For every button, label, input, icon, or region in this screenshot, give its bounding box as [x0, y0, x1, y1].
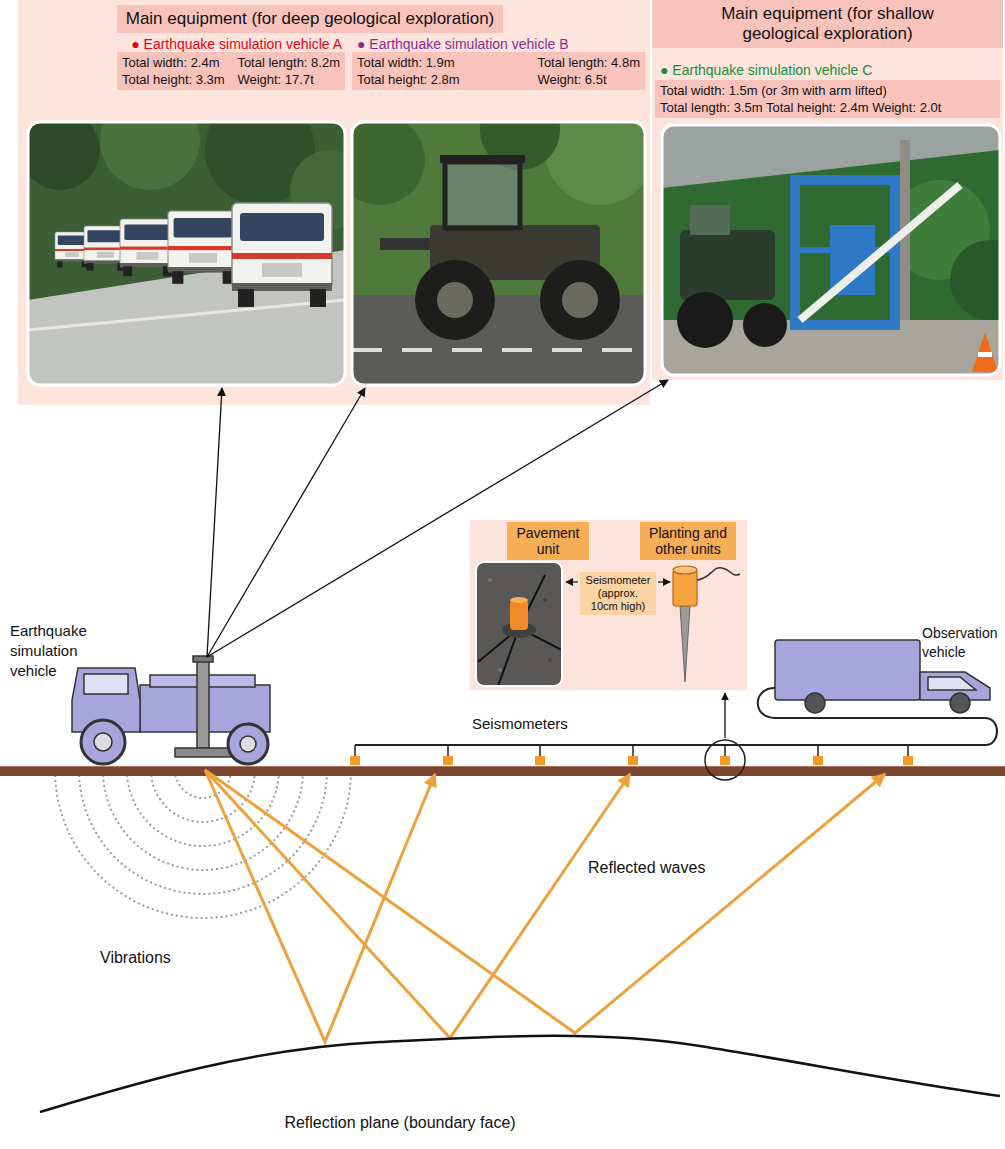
panel-title: Main equipment (for shallow geological e…: [710, 4, 945, 44]
reflection-plane: [40, 1036, 1000, 1112]
spec-text: Weight: 17.7t: [237, 71, 340, 88]
spec-text: Total width: 1.9m: [357, 54, 460, 71]
spec-text: Total height: 3.3m: [122, 71, 225, 88]
title-band: Main equipment (for deep geological expl…: [117, 5, 504, 33]
wave-label: Reflected waves: [585, 858, 708, 877]
spec-text: Total width: 2.4m: [122, 54, 225, 71]
wave-label: Vibrations: [100, 948, 171, 967]
vibrator-vehicle: Earthquake simulation vehicle: [5, 657, 270, 757]
vehicle-name: ● Earthquake simulation vehicle C: [660, 62, 872, 78]
vibrator-vehicle-drawing: [72, 656, 270, 764]
pavement-unit-photo: [476, 562, 562, 686]
spec-text: Total length: 8.2m: [237, 54, 340, 71]
reflected-rays: [205, 770, 885, 1042]
seismometer-array: [350, 693, 913, 780]
vehicle-c-photo: [662, 125, 1005, 375]
unit-label-box: Pavement unit: [507, 522, 589, 560]
plane-label: Reflection plane (boundary face): [284, 1113, 515, 1132]
vehicle-label: Observation vehicle: [922, 624, 1002, 662]
array-label: Seismometers: [472, 715, 568, 733]
unit-label-box: Planting and other units: [640, 522, 736, 560]
vehicle-name: ● Earthquake simulation vehicle B: [357, 36, 569, 52]
unit-label: Planting and other units: [646, 525, 730, 557]
spec-text: Total height: 2.8m: [357, 71, 460, 88]
inset-panel: Seismometer (approx. 10cm high)Pavement …: [470, 520, 747, 690]
vehicle-caption: Earthquake simulation vehicle: [10, 621, 110, 681]
title-band: Main equipment (for shallow geological e…: [652, 0, 1003, 48]
vehicle-b-photo: [335, 90, 655, 385]
observation-vehicle-drawing: [355, 640, 997, 745]
unit-name: Planting and other units: [646, 525, 730, 557]
panel-ground: [652, 0, 1003, 380]
equipment-panel: Main equipment (for shallow geological e…: [652, 0, 1003, 380]
vehicle-a-photo: [20, 90, 370, 385]
vehicle-heading: ● Earthquake simulation vehicle A: [131, 36, 342, 52]
vehicle-card: ● Earthquake simulation vehicle ATotal w…: [22, 36, 350, 388]
connector-arrow: [207, 388, 222, 657]
spec-text: Total length: 4.8m: [537, 54, 640, 71]
connector-arrow: [207, 388, 365, 657]
vehicle-heading: ● Earthquake simulation vehicle B: [357, 36, 569, 52]
equipment-panel: Main equipment (for deep geological expl…: [18, 0, 650, 405]
ground-surface: [0, 766, 1005, 776]
connector-arrow: [207, 380, 668, 657]
note-text: Seismometer (approx. 10cm high): [586, 574, 651, 612]
vehicle-card: ● Earthquake simulation vehicle BTotal w…: [350, 36, 648, 388]
spec-band: Total width: 2.4m Total length: 8.2mTotal…: [117, 52, 345, 90]
spec-text: Weight: 6.5t: [537, 71, 640, 88]
spec-text: Total width: 1.5m (or 3m with arm lifted…: [660, 82, 941, 99]
seismometer-note: Seismometer (approx. 10cm high): [580, 572, 656, 615]
vehicle-heading: ● Earthquake simulation vehicle C: [660, 62, 872, 78]
planting-unit-drawing: [566, 566, 740, 682]
spec-band: Total width: 1.5m (or 3m with arm lifted…: [655, 80, 1000, 118]
spec-band: Total width: 1.9m Total length: 4.8mTotal…: [352, 52, 645, 90]
caption-text: Earthquake simulation vehicle: [10, 622, 87, 679]
spec-text: Total length: 3.5m Total height: 2.4m We…: [660, 99, 941, 116]
unit-label: Pavement unit: [513, 525, 583, 557]
panel-title: Main equipment (for deep geological expl…: [126, 9, 495, 28]
panel-grounds: [18, 0, 1003, 690]
panel-ground: [470, 520, 747, 690]
unit-name: Pavement unit: [513, 525, 583, 557]
vehicle-name: ● Earthquake simulation vehicle A: [131, 36, 342, 52]
panel-ground: [18, 0, 650, 405]
